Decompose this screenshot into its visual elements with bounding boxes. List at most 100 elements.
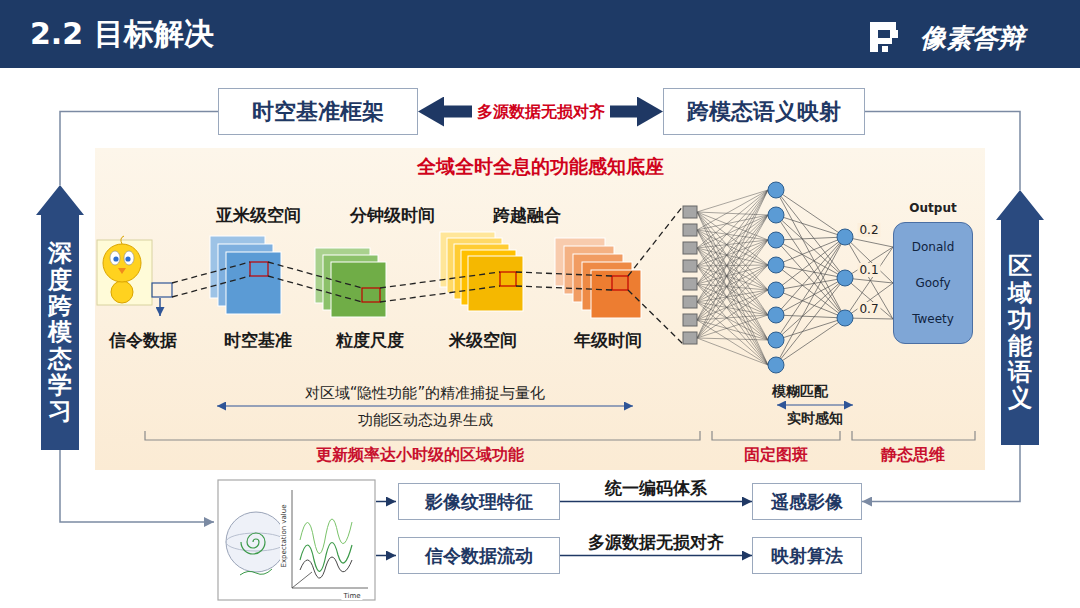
art-stroke <box>697 190 768 248</box>
art-stroke <box>103 244 141 282</box>
node-text: Donald <box>912 240 955 254</box>
art-stroke <box>697 215 768 338</box>
art-stroke <box>697 290 768 338</box>
annotation-label: Time <box>341 592 362 600</box>
node-text: 区域功能语义 <box>1008 253 1032 411</box>
process-box: 影像纹理特征 <box>398 483 560 520</box>
art-stroke <box>697 212 768 365</box>
art-stroke <box>882 46 888 52</box>
annotation-label: 时空基准 <box>224 329 292 352</box>
art-stroke <box>380 286 500 302</box>
art-stroke <box>697 230 768 315</box>
annotation-label: 更新频率达小时级的区域功能 <box>316 445 524 466</box>
art-stroke <box>776 237 845 365</box>
annotation-label: 分钟级时间 <box>350 204 435 227</box>
art-stroke <box>683 224 697 236</box>
art-stroke <box>683 260 697 272</box>
art-stroke <box>870 22 878 52</box>
art-stroke <box>113 256 118 261</box>
art-stroke <box>697 248 768 265</box>
art-stroke <box>776 190 845 278</box>
art-stroke <box>226 512 286 572</box>
art-stroke <box>111 281 133 303</box>
neural-network <box>683 182 893 373</box>
art-stroke <box>837 310 853 326</box>
art-stroke <box>683 242 697 254</box>
art-stroke <box>683 206 697 218</box>
art-stroke <box>768 282 784 298</box>
art-stroke <box>218 480 375 600</box>
art-stroke <box>591 270 641 318</box>
annotation-label: 粒度尺度 <box>336 329 404 352</box>
output-box: OutputDonaldGoofyTweety <box>893 222 973 344</box>
annotation-label: 功能区动态边界生成 <box>358 411 493 430</box>
art-stroke <box>268 276 362 302</box>
node-text: 全域全时全息的功能感知底座 <box>95 154 985 180</box>
annotation-label: 实时感知 <box>787 410 843 428</box>
double-arrow <box>217 405 633 406</box>
art-stroke <box>768 357 784 373</box>
art-stroke <box>697 190 768 284</box>
art-stroke <box>768 257 784 273</box>
art-stroke <box>768 232 784 248</box>
art-stroke <box>125 256 130 261</box>
art-stroke <box>172 276 250 297</box>
art-stroke <box>683 314 697 326</box>
art-stroke <box>768 182 784 198</box>
art-stroke <box>697 315 768 338</box>
art-stroke <box>292 490 293 588</box>
art-stroke <box>837 229 853 245</box>
art-stroke <box>697 230 768 365</box>
art-stroke <box>240 569 272 575</box>
art-stroke <box>776 237 845 265</box>
arrow-shape <box>36 185 84 450</box>
process-box: 映射算法 <box>752 537 862 574</box>
art-stroke <box>500 272 516 286</box>
annotation-label: 模糊匹配 <box>772 383 828 401</box>
art-stroke <box>776 237 845 240</box>
box-heading: Output <box>884 201 982 215</box>
art-stroke <box>697 190 768 302</box>
header-bar <box>0 0 1080 68</box>
edge-label: 统一编码体系 <box>600 476 712 499</box>
art-stroke <box>776 215 845 237</box>
connector <box>560 501 752 503</box>
probability-value: 0.7 <box>857 302 880 316</box>
connector <box>560 555 752 557</box>
art-stroke <box>300 557 352 578</box>
art-stroke <box>768 332 784 348</box>
art-stroke <box>776 315 845 318</box>
art-stroke <box>697 212 768 265</box>
process-box: 时空基准框架 <box>218 88 418 135</box>
bracket <box>852 431 975 440</box>
art-stroke <box>768 207 784 223</box>
art-stroke <box>837 270 853 286</box>
art-stroke <box>331 262 386 317</box>
flow-arrow <box>376 555 396 557</box>
art-stroke <box>776 278 845 340</box>
art-stroke <box>292 572 312 588</box>
art-stroke <box>776 318 845 365</box>
art-stroke <box>697 212 768 290</box>
art-stroke <box>776 237 845 290</box>
art-stroke <box>776 278 845 365</box>
process-box: 遥感影像 <box>752 483 862 520</box>
bracket <box>712 431 840 440</box>
art-stroke <box>776 290 845 318</box>
art-stroke <box>776 240 845 278</box>
annotation-label: Expectation value <box>280 503 288 570</box>
art-stroke <box>697 265 768 266</box>
edge-label: 多源数据无损对齐 <box>472 101 610 122</box>
art-stroke <box>292 588 368 589</box>
art-stroke <box>776 237 845 340</box>
art-stroke <box>468 256 523 311</box>
double-arrow <box>777 404 853 405</box>
flow-arrow <box>376 501 396 503</box>
art-stroke <box>697 190 768 212</box>
art-stroke <box>121 236 124 244</box>
process-box: 跨模态语义映射 <box>663 88 865 135</box>
art-stroke <box>878 38 892 44</box>
art-stroke <box>226 252 281 314</box>
art-stroke <box>697 190 768 338</box>
